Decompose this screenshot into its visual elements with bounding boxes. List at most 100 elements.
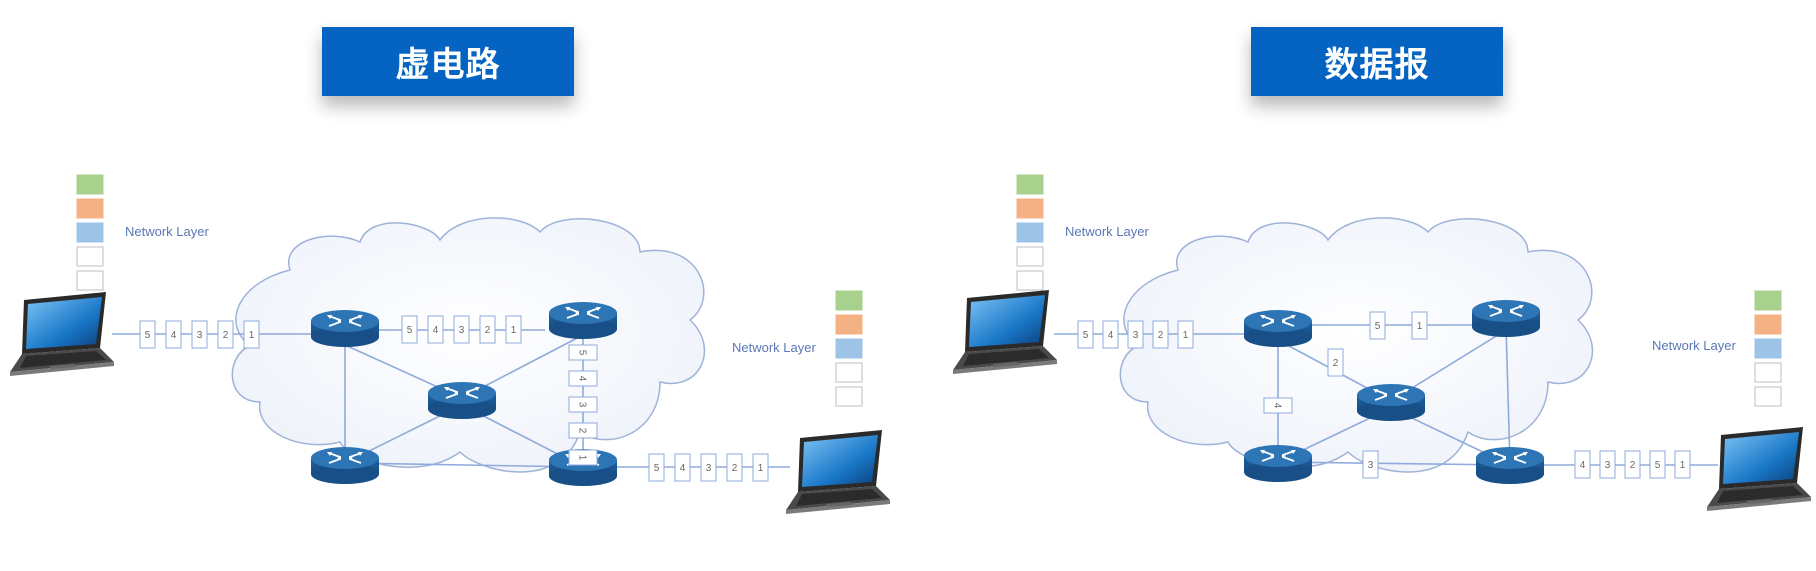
packet: 4 xyxy=(1263,397,1293,414)
svg-text:4: 4 xyxy=(680,463,686,474)
svg-text:2: 2 xyxy=(1158,330,1164,341)
laptop-icon xyxy=(1707,427,1811,511)
packet: 1 xyxy=(243,320,260,349)
sender-link-packets: 5 4 3 2 1 xyxy=(1077,320,1194,349)
svg-text:5: 5 xyxy=(1083,330,1089,341)
packet: 5 xyxy=(401,315,418,344)
packet: 2 xyxy=(1624,450,1641,479)
svg-text:3: 3 xyxy=(706,463,712,474)
packet: 4 xyxy=(1574,450,1591,479)
packet: 4 xyxy=(674,453,691,482)
svg-text:3: 3 xyxy=(197,330,203,341)
svg-text:5: 5 xyxy=(407,325,413,336)
packet: 5 xyxy=(568,344,598,361)
svg-text:3: 3 xyxy=(1133,330,1139,341)
protocol-stack-icon xyxy=(835,290,863,407)
laptop-icon xyxy=(786,430,890,514)
datagram-title: 数据报 xyxy=(1251,27,1503,96)
packet: 2 xyxy=(1327,348,1344,377)
router-icon xyxy=(427,381,497,420)
diagonal-link-packets: 2 xyxy=(1327,348,1344,377)
receiver-network-layer-label: Network Layer xyxy=(732,340,816,355)
svg-text:4: 4 xyxy=(1272,403,1283,409)
packet: 1 xyxy=(1674,450,1691,479)
packet: 5 xyxy=(1649,450,1666,479)
svg-text:2: 2 xyxy=(577,428,588,434)
packet: 3 xyxy=(453,315,470,344)
sender-network-layer-label: Network Layer xyxy=(125,224,209,239)
svg-text:5: 5 xyxy=(577,350,588,356)
router-icon xyxy=(548,301,618,340)
protocol-stack-icon xyxy=(76,174,104,291)
laptop-icon xyxy=(10,292,114,376)
svg-text:3: 3 xyxy=(577,402,588,408)
virtual-circuit-diagram: 5 4 3 2 1 5 4 3 2 1 5 4 3 2 1 5 4 3 2 xyxy=(10,174,890,514)
sender-network-layer-label: Network Layer xyxy=(1065,224,1149,239)
packet: 3 xyxy=(700,453,717,482)
svg-text:4: 4 xyxy=(1580,460,1586,471)
packet: 2 xyxy=(479,315,496,344)
packet: 5 xyxy=(1369,311,1386,340)
svg-text:5: 5 xyxy=(654,463,660,474)
packet: 1 xyxy=(1177,320,1194,349)
cloud-icon xyxy=(1119,217,1594,473)
svg-text:1: 1 xyxy=(511,325,517,336)
packet: 2 xyxy=(217,320,234,349)
router-icon xyxy=(310,446,380,485)
top-link-packets: 5 1 xyxy=(1369,311,1428,340)
svg-text:3: 3 xyxy=(1368,460,1374,471)
cloud-icon xyxy=(231,217,706,473)
packet: 3 xyxy=(1127,320,1144,349)
svg-text:1: 1 xyxy=(758,463,764,474)
svg-text:1: 1 xyxy=(577,455,588,461)
receiver-link-packets: 4 3 2 5 1 xyxy=(1574,450,1691,479)
svg-text:1: 1 xyxy=(1680,460,1686,471)
svg-text:1: 1 xyxy=(249,330,255,341)
svg-text:3: 3 xyxy=(1605,460,1611,471)
packet: 1 xyxy=(1411,311,1428,340)
svg-text:1: 1 xyxy=(1183,330,1189,341)
packet: 4 xyxy=(568,370,598,387)
vertical-link-packets: 5 4 3 2 1 xyxy=(568,344,598,466)
packet: 1 xyxy=(752,453,769,482)
left-link-packets: 4 xyxy=(1263,397,1293,414)
svg-text:2: 2 xyxy=(223,330,229,341)
svg-text:4: 4 xyxy=(1108,330,1114,341)
packet: 4 xyxy=(1102,320,1119,349)
packet: 1 xyxy=(505,315,522,344)
sender-link-packets: 5 4 3 2 1 xyxy=(139,320,260,349)
packet: 3 xyxy=(568,396,598,413)
packet: 5 xyxy=(648,453,665,482)
router-icon xyxy=(1475,446,1545,485)
packet: 3 xyxy=(1599,450,1616,479)
packet: 1 xyxy=(568,449,598,466)
virtual-circuit-panel: 虚电路 xyxy=(10,27,890,514)
packet: 4 xyxy=(165,320,182,349)
bottom-link-packets: 3 xyxy=(1362,450,1379,479)
receiver-network-layer-label: Network Layer xyxy=(1652,338,1736,353)
packet: 2 xyxy=(568,422,598,439)
packet: 5 xyxy=(1077,320,1094,349)
svg-text:2: 2 xyxy=(1630,460,1636,471)
svg-text:2: 2 xyxy=(1333,358,1339,369)
packet: 3 xyxy=(1362,450,1379,479)
router-icon xyxy=(1471,299,1541,338)
svg-text:4: 4 xyxy=(577,376,588,382)
router-icon xyxy=(1243,444,1313,483)
router-icon xyxy=(1243,309,1313,348)
svg-text:2: 2 xyxy=(732,463,738,474)
router-icon xyxy=(1356,383,1426,422)
datagram-panel: 数据报 xyxy=(908,0,1816,571)
protocol-stack-icon xyxy=(1016,174,1044,291)
svg-text:4: 4 xyxy=(171,330,177,341)
packet: 5 xyxy=(139,320,156,349)
virtual-circuit-title: 虚电路 xyxy=(322,27,574,96)
svg-text:3: 3 xyxy=(459,325,465,336)
packet: 4 xyxy=(427,315,444,344)
top-link-packets: 5 4 3 2 1 xyxy=(401,315,522,344)
svg-text:5: 5 xyxy=(145,330,151,341)
svg-text:1: 1 xyxy=(1417,321,1423,332)
packet: 3 xyxy=(191,320,208,349)
protocol-stack-icon xyxy=(1754,290,1782,407)
packet: 2 xyxy=(726,453,743,482)
